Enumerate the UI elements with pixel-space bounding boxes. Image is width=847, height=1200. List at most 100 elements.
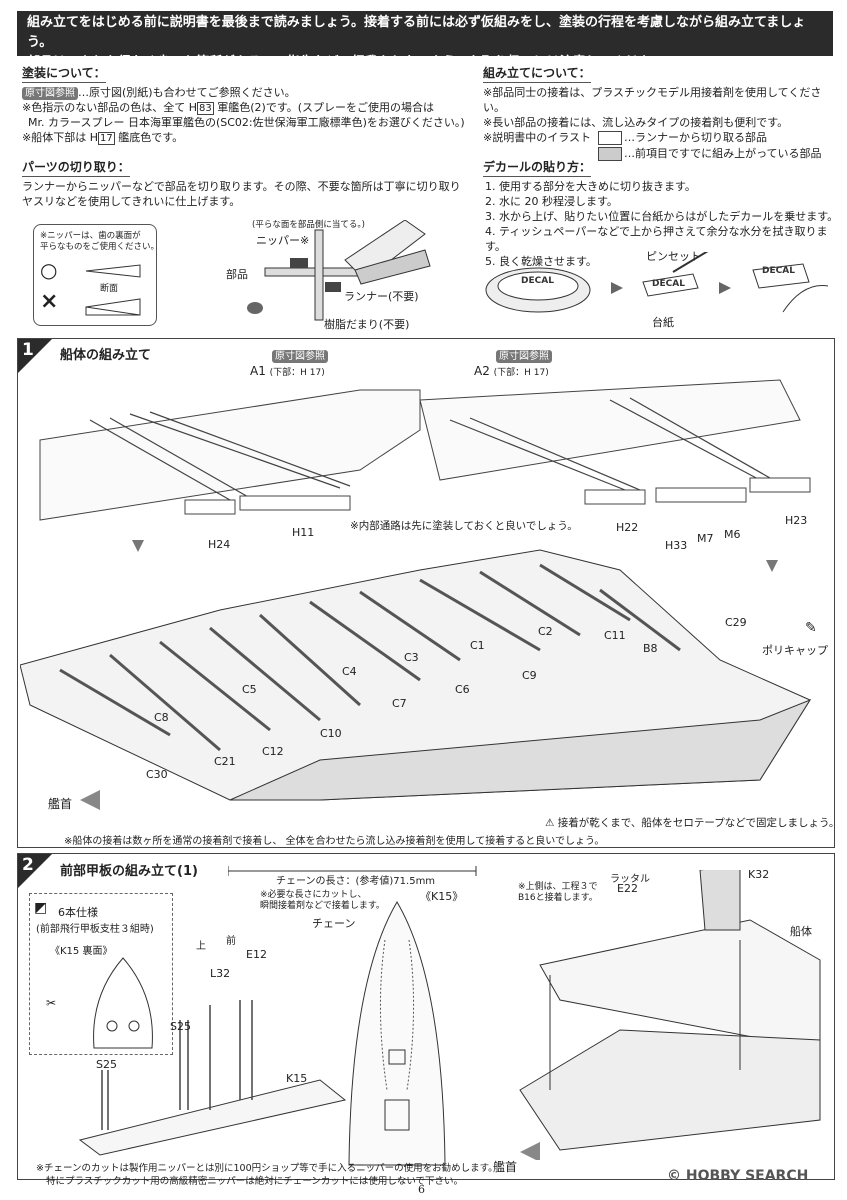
part-label: 部品 [226, 268, 248, 281]
cut-part-box-icon [598, 131, 622, 145]
decal-step-3: 3. 水から上げ、貼りたい位置に台紙からはがしたデカールを乗せます。 [485, 210, 839, 223]
assembly-line-3b: …前項目ですでに組み上がっている部品 [624, 147, 822, 160]
assembly-heading: 組み立てについて： [483, 66, 591, 83]
part-b8: B8 [643, 642, 658, 655]
part-e22: E22 [617, 882, 638, 895]
parts-cut-line-1: ランナーからニッパーなどで部品を切り取ります。その際、不要な箇所は丁寧に切り取り [22, 180, 461, 193]
polycap-label: ポリキャップ [762, 644, 828, 657]
flat-face-note: (平らな面を部品側に当てる。) [252, 220, 365, 230]
color-code-h: H [188, 101, 197, 114]
step-2-number: 2 [18, 854, 52, 888]
part-c8: C8 [154, 711, 169, 724]
assembly-line-3: ※説明書中のイラスト [483, 131, 591, 144]
chain-cut-note-2: 瞬間接着剤などで接着します。 [260, 901, 385, 911]
chain-cut-note-1: ※必要な長さにカットし、 [260, 890, 367, 900]
k15-deck-plan [348, 901, 446, 1166]
warning-icon: ⚠ [545, 817, 555, 829]
nipper-cutting-diagram [247, 220, 431, 321]
bow-label-step2: 艦首 [493, 1160, 518, 1174]
a2-label-group: A2 (下部：H 17) [474, 364, 549, 378]
part-c29: C29 [725, 616, 747, 629]
inner-passage-note: ※内部通路は先に塗装しておくと良いでしょう。 [350, 520, 578, 532]
decal-word-1: DECAL [521, 276, 554, 286]
step-1-title: 船体の組み立て [60, 348, 152, 363]
instruction-banner: 組み立てをはじめる前に説明書を最後まで読みましょう。接着する前には必ず仮組みをし… [17, 11, 833, 70]
banner-line-2: 部品は、やむを得なく尖った箇所があるので指先などの怪我をしないよう、お取り扱いに… [27, 55, 676, 70]
part-c9: C9 [522, 669, 537, 682]
color-code-17: 17 [98, 132, 115, 145]
tweezers-label: ピンセット [646, 250, 701, 263]
part-s25-b: S25 [96, 1058, 117, 1071]
six-spec-icon: ◩ [34, 900, 48, 916]
nipper-note-2: 平らなものをご使用ください。 [40, 242, 160, 252]
chain-label: チェーン [312, 917, 356, 930]
painting-line-2a: ※色指示のない部品の色は、全て [22, 101, 186, 114]
step-1-ref-tag-left: 原寸図参照 [272, 350, 328, 363]
part-c2: C2 [538, 625, 553, 638]
part-h24: H24 [208, 538, 231, 551]
chain-length-dimension [228, 866, 477, 876]
tape-note-text: 接着が乾くまで、船体をセロテープなどで固定しましょう。 [557, 817, 840, 829]
painting-line-2b: 軍艦色(2)です。(スプレーをご使用の場合は [217, 101, 435, 114]
part-c3: C3 [404, 651, 419, 664]
assembly-line-3a: …ランナーから切り取る部品 [624, 131, 767, 144]
cutter-icon: ✂ [46, 996, 57, 1010]
a2-sub-label: (下部：H 17) [493, 368, 549, 378]
part-k32: K32 [748, 868, 770, 881]
part-l32: L32 [210, 967, 231, 980]
painting-section: 塗装について： 原寸図参照…原寸図(別紙)も合わせてご参照ください。 ※色指示の… [22, 66, 472, 145]
decal-heading: デカールの貼り方： [483, 160, 592, 177]
chain-cut-note: ※必要な長さにカットし、 瞬間接着剤などで接着します。 [260, 890, 385, 912]
assembled-part-box-icon [598, 147, 622, 161]
k15-label: 《K15》 [420, 890, 464, 903]
painting-line-1: …原寸図(別紙)も合わせてご参照ください。 [78, 86, 296, 99]
k15-back-inset: ◩ 6本仕様 (前部飛行甲板支柱３組時) 《K15 裏面》 ✂ [29, 893, 173, 1055]
step-1-hull-diagram [20, 379, 812, 810]
step-2-hull-diagram [519, 870, 821, 1160]
part-k15: K15 [286, 1072, 308, 1085]
part-c6: C6 [455, 683, 470, 696]
runner-label: ランナー(不要) [344, 290, 419, 303]
step-2-title: 前部甲板の組み立て(1) [60, 864, 198, 879]
nipper-label: ニッパー※ [256, 234, 310, 247]
parts-cut-section: パーツの切り取り： ランナーからニッパーなどで部品を切り取ります。その際、不要な… [22, 160, 462, 209]
bow-label-step1: 艦首 [48, 797, 73, 811]
step-1-footnote: ※船体の接着は数ヶ所を通常の接着剤で接着し、 全体を合わせたら流し込み接着剤を使… [64, 836, 605, 847]
color-code-83: 83 [197, 102, 214, 115]
decal-step-5: 5. 良く乾燥させます。 [485, 255, 597, 268]
hull-label: 船体 [790, 925, 812, 938]
ng-mark-icon: × [40, 289, 59, 314]
ref-tag: 原寸図参照 [22, 87, 78, 100]
k15-back-outline [93, 957, 153, 1049]
banner-line-1: 組み立てをはじめる前に説明書を最後まで読みましょう。接着する前には必ず仮組みをし… [27, 15, 806, 50]
decal-step-1: 1. 使用する部分を大きめに切り抜きます。 [485, 180, 696, 193]
a2-label: A2 [474, 364, 490, 378]
assembly-line-2: ※長い部品の接着には、流し込みタイプの接着剤も便利です。 [483, 116, 789, 129]
chain-length-label: チェーンの長さ：(参考値)71.5mm [276, 876, 436, 887]
step-2-num-text: 2 [22, 855, 34, 875]
ladder-note-2: B16と接着します。 [518, 893, 598, 903]
ladder-note-1: ※上側は、工程３で [518, 882, 598, 892]
section-label: 断面 [100, 284, 119, 294]
part-s25-a: S25 [170, 1020, 191, 1033]
page-number: 6 [418, 1183, 425, 1196]
decal-section: デカールの貼り方： 1. 使用する部分を大きめに切り抜きます。 2. 水に 20… [483, 160, 843, 269]
step-1-num-text: 1 [22, 340, 34, 360]
part-h23: H23 [785, 514, 808, 527]
color-code-h2: H [89, 131, 98, 144]
decal-step-2: 2. 水に 20 秒程浸します。 [485, 195, 618, 208]
six-spec-sub: (前部飛行甲板支柱３組時) [36, 924, 154, 935]
part-c4: C4 [342, 665, 357, 678]
tape-note: ⚠ 接着が乾くまで、船体をセロテープなどで固定しましょう。 [545, 815, 839, 830]
a1-sub-label: (下部：H 17) [269, 368, 325, 378]
step-1-ref-tag-right: 原寸図参照 [496, 350, 552, 363]
six-spec-label: 6本仕様 [58, 906, 98, 919]
painting-line-3: Mr. カラースプレー 日本海軍軍艦色の(SC02:佐世保海軍工廠標準色)をお選… [28, 116, 465, 129]
part-c30: C30 [146, 768, 168, 781]
painting-heading: 塗装について： [22, 66, 106, 83]
up-label: 上 [196, 941, 206, 952]
ladder-label: ラッタル [610, 874, 650, 885]
part-c21: C21 [214, 755, 236, 768]
decal-diagram [485, 252, 829, 313]
step-2-footnote-1: ※チェーンのカットは製作用ニッパーとは別に100円ショップ等で手に入るニッパーの… [36, 1163, 498, 1174]
